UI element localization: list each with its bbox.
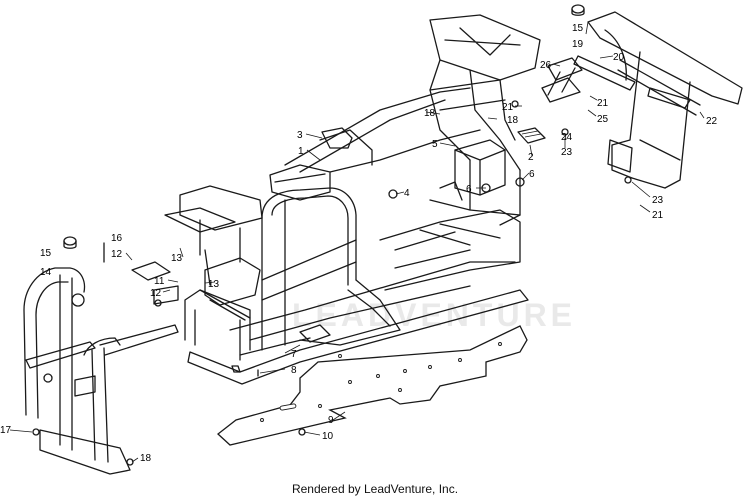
callout-16: 16 — [111, 233, 123, 244]
callout-1: 1 — [298, 146, 304, 157]
callout-6: 6 — [529, 169, 535, 180]
main-frame — [164, 14, 541, 385]
callout-2: 2 — [528, 152, 534, 163]
callout-17: 17 — [0, 425, 12, 436]
callout-21: 21 — [597, 98, 609, 109]
callout-23: 23 — [561, 147, 573, 158]
footer-credit: Rendered by LeadVenture, Inc. — [291, 482, 459, 496]
callout-15: 15 — [572, 23, 584, 34]
callout-19: 19 — [572, 39, 584, 50]
callout-20: 20 — [613, 52, 625, 63]
callout-26: 26 — [540, 60, 552, 71]
callout-3: 3 — [297, 130, 303, 141]
callout-5: 5 — [432, 139, 438, 150]
callout-12: 12 — [111, 249, 123, 260]
callout-21: 21 — [652, 210, 664, 221]
callout-21: 21 — [502, 102, 514, 113]
callout-11: 11 — [154, 276, 165, 287]
rear-brackets — [541, 55, 636, 103]
front-bumper — [23, 267, 179, 475]
callout-13: 13 — [171, 253, 183, 264]
callout-12: 12 — [150, 288, 162, 299]
callout-23: 23 — [652, 195, 664, 206]
callout-13: 13 — [208, 279, 220, 290]
callout-9: 9 — [328, 415, 334, 426]
leader-lines — [9, 21, 705, 463]
callout-24: 24 — [561, 132, 573, 143]
callout-6: 6 — [466, 184, 472, 195]
callout-7: 7 — [291, 349, 297, 360]
callout-15: 15 — [40, 248, 52, 259]
callout-8: 8 — [291, 365, 297, 376]
callout-10: 10 — [322, 431, 334, 442]
callout-22: 22 — [706, 116, 718, 127]
callout-18: 18 — [140, 453, 152, 464]
watermark: LEADVENTURE — [292, 297, 576, 333]
callout-14: 14 — [40, 267, 52, 278]
skid-plate — [216, 325, 528, 446]
callout-numbers: 15 19 20 26 21 21 25 22 18 18 24 23 3 5 … — [0, 23, 718, 464]
bracket-3 — [321, 127, 353, 149]
callout-25: 25 — [597, 114, 609, 125]
bracket-2 — [517, 127, 546, 144]
callout-18: 18 — [507, 115, 519, 126]
rear-bumper — [587, 11, 743, 189]
callout-4: 4 — [404, 188, 410, 199]
callout-18: 18 — [424, 108, 436, 119]
